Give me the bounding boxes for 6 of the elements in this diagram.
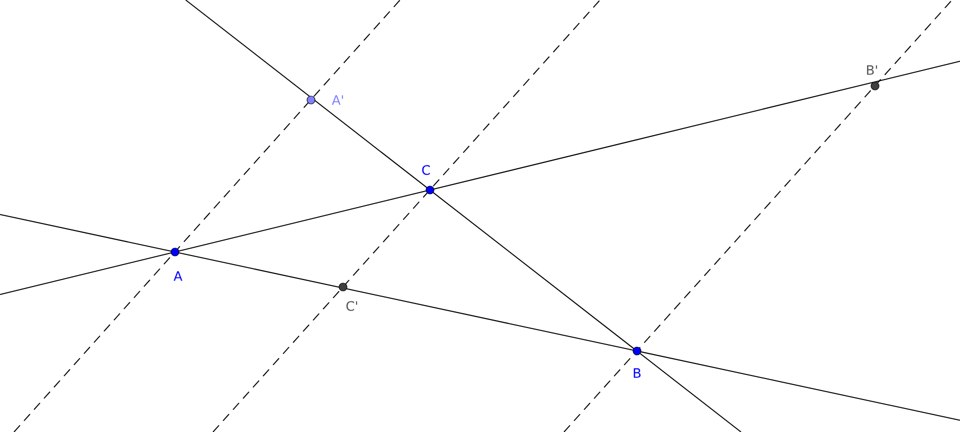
- point-label: A': [332, 95, 343, 105]
- point-label: B': [867, 65, 878, 75]
- point-label: C': [346, 301, 358, 311]
- point-label: B: [634, 368, 641, 378]
- point-label: A: [174, 271, 182, 281]
- point-label: C: [422, 165, 430, 175]
